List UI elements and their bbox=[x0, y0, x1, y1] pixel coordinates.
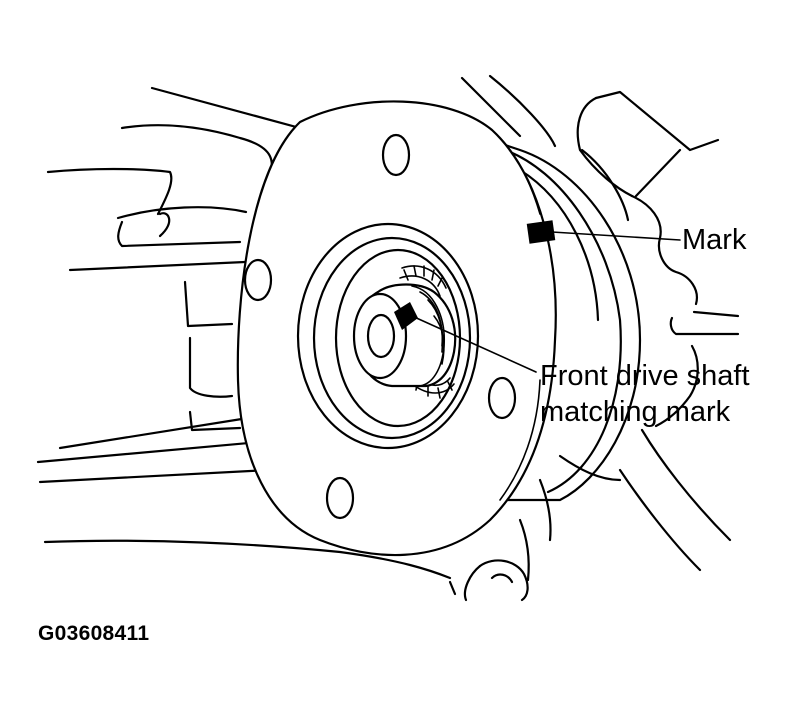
drive-shaft-end bbox=[352, 283, 457, 388]
stud-hole-left bbox=[243, 258, 273, 302]
shaft-center-bore bbox=[366, 313, 396, 359]
shaft-matching-mark bbox=[394, 302, 418, 330]
stud-holes bbox=[243, 133, 517, 520]
stud-hole-right bbox=[487, 376, 517, 420]
knuckle-outline bbox=[36, 86, 457, 596]
figure-code: G03608411 bbox=[38, 622, 150, 645]
shaft-mark-label-line1: Front drive shaft bbox=[540, 360, 750, 392]
leader-line-mark bbox=[551, 231, 681, 241]
mark-label: Mark bbox=[682, 224, 747, 256]
leader-line-shaft-mark bbox=[411, 315, 537, 373]
shaft-mark-label-line2: matching mark bbox=[540, 396, 731, 428]
hub-mark bbox=[526, 220, 556, 244]
stud-hole-top bbox=[381, 133, 411, 177]
strut-outline bbox=[460, 74, 740, 572]
stud-hole-bottom bbox=[325, 476, 355, 520]
